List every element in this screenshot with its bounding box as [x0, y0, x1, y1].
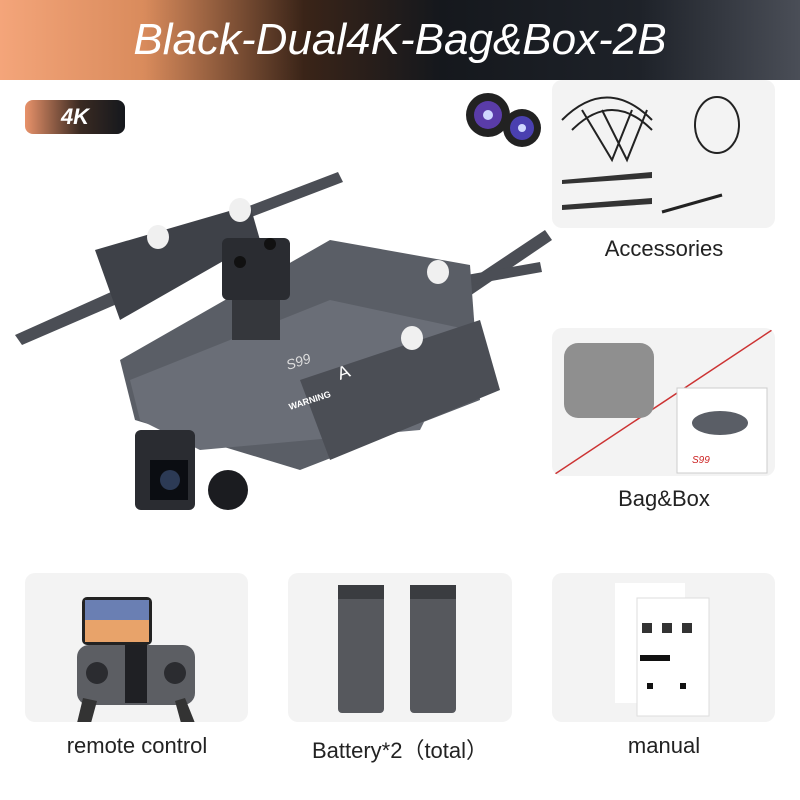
propeller-guards-and-cable-icon — [561, 96, 740, 214]
product-title: Black-Dual4K-Bag&Box-2B — [133, 15, 667, 64]
drone-warning-text: WARNING — [288, 389, 332, 412]
battery-card — [288, 573, 512, 722]
remote-control-card — [25, 573, 248, 722]
accessories-card — [552, 80, 775, 228]
bag-box-label: Bag&Box — [618, 486, 710, 511]
manual-card — [552, 573, 775, 722]
remote-control-label: remote control — [66, 733, 208, 758]
battery-label: Battery*2（total） — [311, 738, 489, 763]
resolution-badge: 4K — [25, 100, 125, 134]
title-banner: Black-Dual4K-Bag&Box-2B — [0, 0, 800, 80]
remote-control-icon — [77, 597, 195, 722]
drone-model-text: S99 — [284, 350, 313, 373]
battery-icon — [338, 585, 456, 713]
accessories-label: Accessories — [604, 236, 724, 261]
propeller — [15, 172, 552, 345]
manual-icon — [615, 583, 710, 717]
manual-label: manual — [627, 733, 701, 758]
bag-box-card: S99 — [552, 328, 775, 476]
drone-arm-letter: A — [335, 361, 353, 384]
bag-and-box-icon: S99 — [552, 328, 775, 476]
box-brand-text: S99 — [692, 455, 710, 466]
